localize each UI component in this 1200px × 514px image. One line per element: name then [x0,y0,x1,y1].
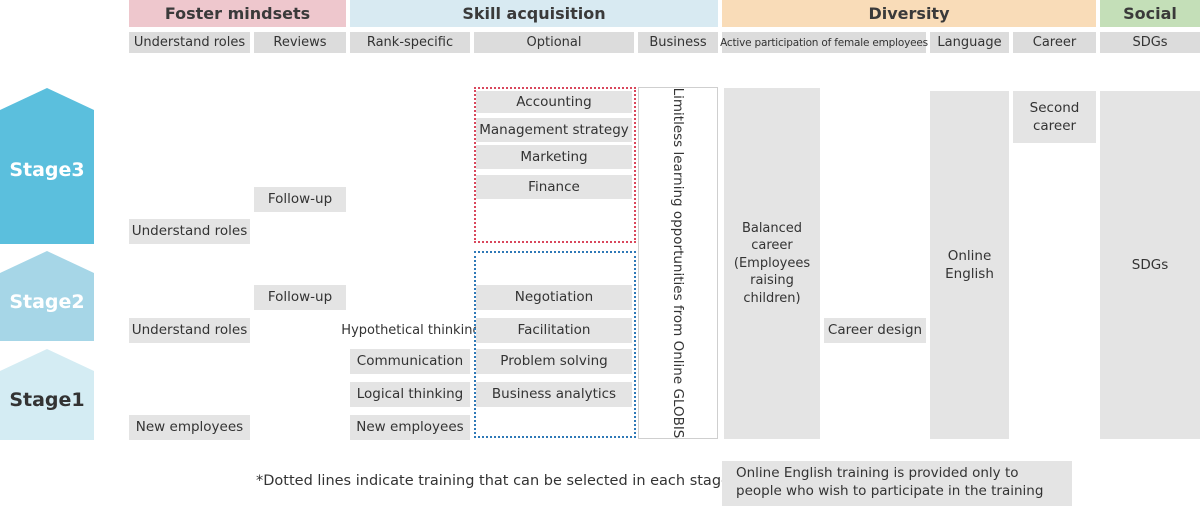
communication: Communication [350,349,470,374]
optional-negotiation: Negotiation [476,285,632,310]
category-diversity: Diversity [722,0,1096,27]
business-vertical-text: Limitless learning opportunities from On… [670,87,686,439]
subheader-rank-specific: Rank-specific [350,32,470,53]
follow-up-stage3: Follow-up [254,187,346,212]
footnote-dotted-lines: *Dotted lines indicate training that can… [256,473,730,489]
stage-arrows [0,88,94,440]
english-training-note: Online English training is provided only… [722,461,1072,506]
category-foster-mindsets: Foster mindsets [129,0,346,27]
optional-facilitation: Facilitation [476,318,632,343]
subheader-optional: Optional [474,32,634,53]
stage1-arrow-shape [0,349,94,440]
understand-roles-stage2: Understand roles [129,318,250,343]
stage2-label: Stage2 [9,291,85,313]
category-skill-acquisition: Skill acquisition [350,0,718,27]
follow-up-stage2: Follow-up [254,285,346,310]
new-employees-stage1: New employees [129,415,250,440]
optional-accounting: Accounting [476,91,632,113]
stage2-arrow-shape [0,251,94,341]
subheader-language: Language [930,32,1009,53]
balanced-career-box: Balanced career (Employees raising child… [724,88,820,439]
optional-management-strategy: Management strategy [476,118,632,142]
rank-new-employees: New employees [350,415,470,440]
logical-thinking: Logical thinking [350,382,470,407]
hypothetical-thinking: Hypothetical thinking [341,323,481,338]
subheader-understand-roles: Understand roles [129,32,250,53]
subheader-sdgs: SDGs [1100,32,1200,53]
business-box: Limitless learning opportunities from On… [638,87,718,439]
subheader-business: Business [638,32,718,53]
online-english-box: Online English [930,91,1009,439]
optional-finance: Finance [476,175,632,199]
stage1-label: Stage1 [9,389,85,411]
stage3-arrow-shape [0,88,94,244]
optional-marketing: Marketing [476,145,632,169]
stage3-label: Stage3 [9,159,85,181]
subheader-reviews: Reviews [254,32,346,53]
optional-business-analytics: Business analytics [476,382,632,407]
sdgs-box: SDGs [1100,91,1200,439]
category-social: Social [1100,0,1200,27]
subheader-career: Career [1013,32,1096,53]
second-career-box: Second career [1013,91,1096,143]
subheader-female-participation: Active participation of female employees [720,32,928,53]
optional-problem-solving: Problem solving [476,349,632,374]
dotted-region-upper [474,87,636,243]
understand-roles-stage3: Understand roles [129,219,250,244]
dotted-region-lower [474,251,636,438]
career-design-box: Career design [824,318,926,343]
